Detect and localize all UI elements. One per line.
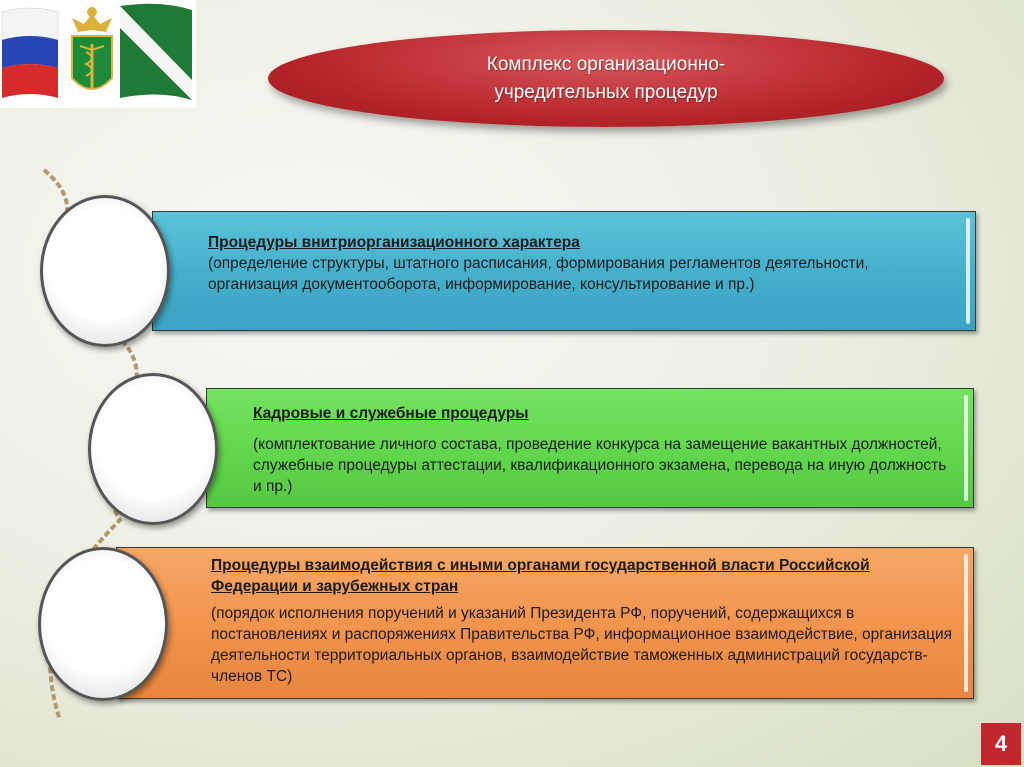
procedure-block-personnel: Кадровые и служебные процедуры (комплект… <box>206 388 974 508</box>
procedure-block-interaction: Процедуры взаимодействия с иными органам… <box>116 547 974 699</box>
bullet-circle-2 <box>88 373 218 525</box>
page-title: Комплекс организационно- учредительных п… <box>446 51 766 107</box>
block-heading: Процедуры взаимодействия с иными органам… <box>211 557 870 595</box>
customs-flags-emblem-icon <box>0 0 196 108</box>
page-number-badge: 4 <box>981 723 1021 765</box>
procedure-block-internal: Процедуры внитриорганизационного характе… <box>152 211 976 331</box>
block-heading: Кадровые и служебные процедуры <box>253 405 529 422</box>
title-line-1: Комплекс организационно- <box>486 53 726 75</box>
edge-highlight <box>964 395 968 501</box>
title-banner: Комплекс организационно- учредительных п… <box>268 30 944 127</box>
title-line-2: учредительных процедур <box>494 81 718 103</box>
edge-highlight <box>966 218 970 324</box>
block-description: (порядок исполнения поручений и указаний… <box>211 605 953 685</box>
bullet-circle-3 <box>38 547 168 701</box>
block-description: (определение структуры, штатного расписа… <box>208 255 869 293</box>
block-heading: Процедуры внитриорганизационного характе… <box>208 234 580 251</box>
bullet-circle-1 <box>40 195 170 347</box>
edge-highlight <box>964 554 968 692</box>
block-description: (комплектование личного состава, проведе… <box>253 436 947 495</box>
